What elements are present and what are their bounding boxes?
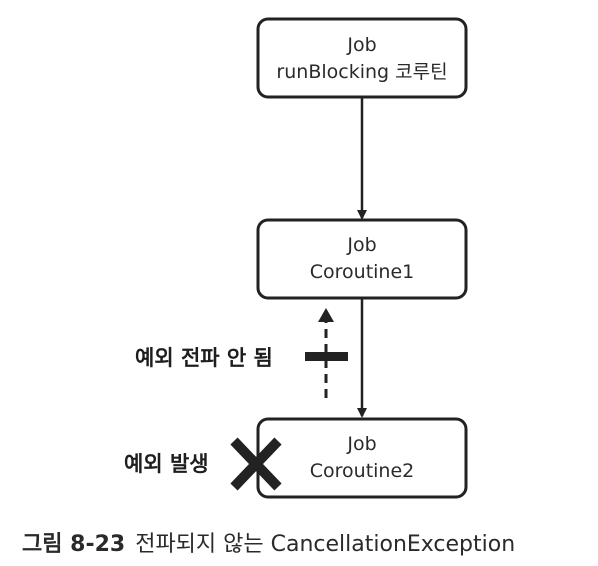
label-exception-raised: 예외 발생 — [124, 452, 209, 476]
node-runblocking: Job runBlocking 코루틴 — [256, 17, 468, 99]
node-runblocking-title: Job — [346, 34, 376, 56]
blocked-propagation-arrowhead — [318, 308, 334, 322]
figure-caption: 그림 8-23 전파되지 않는 CancellationException — [22, 526, 592, 558]
node-coroutine2: Job Coroutine2 — [256, 417, 468, 499]
node-coroutine1-title: Job — [346, 234, 376, 256]
node-runblocking-box — [256, 17, 468, 99]
node-runblocking-label: runBlocking 코루틴 — [276, 61, 447, 83]
label-no-propagation: 예외 전파 안 됨 — [135, 346, 273, 370]
node-coroutine1: Job Coroutine1 — [256, 218, 468, 300]
node-coroutine2-label: Coroutine2 — [310, 460, 415, 482]
figure-caption-text: 전파되지 않는 CancellationException — [135, 532, 516, 557]
node-coroutine1-label: Coroutine1 — [310, 261, 415, 283]
exception-x-mark-icon — [230, 437, 282, 491]
propagation-block-bar — [305, 352, 348, 361]
node-coroutine2-title: Job — [346, 433, 376, 455]
figure-caption-label: 그림 8-23 — [22, 532, 126, 557]
node-coroutine2-box — [256, 417, 468, 499]
node-coroutine1-box — [256, 218, 468, 300]
